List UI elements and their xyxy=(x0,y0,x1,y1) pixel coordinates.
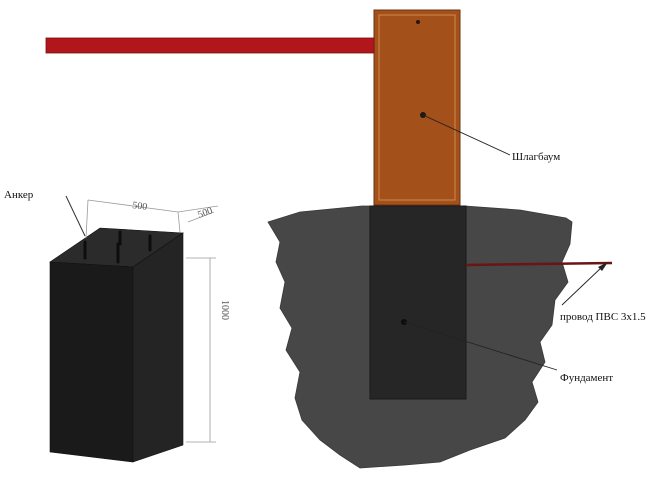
barrier-boom xyxy=(45,37,375,54)
dimension-length: 500 xyxy=(132,200,148,213)
foundation-pit xyxy=(369,205,467,400)
concrete-block: Анкер xyxy=(4,189,184,463)
block-dimensions xyxy=(85,199,219,443)
dimension-height: 1000 xyxy=(219,300,230,320)
post-top-screw xyxy=(416,20,420,24)
cable-leader-line xyxy=(561,266,603,306)
barrier-post-inner-frame xyxy=(378,14,456,201)
anchor-leader-line xyxy=(65,195,86,237)
cable-wire xyxy=(465,261,613,267)
dimension-width: 500 xyxy=(196,205,214,220)
anchor-bolts xyxy=(83,230,152,264)
cable-label: провод ПВС 3x1.5 xyxy=(560,311,646,323)
barrier-post xyxy=(373,9,461,206)
anchor-label: Анкер xyxy=(4,189,34,201)
block-front-face xyxy=(49,261,134,463)
barrier-leader-line xyxy=(422,114,511,156)
foundation-label: Фундамент xyxy=(560,372,613,384)
cable-arrowhead xyxy=(598,262,608,271)
foundation-leader-line xyxy=(403,321,558,371)
block-side-face xyxy=(132,232,184,463)
barrier-label: Шлагбаум xyxy=(512,151,560,163)
